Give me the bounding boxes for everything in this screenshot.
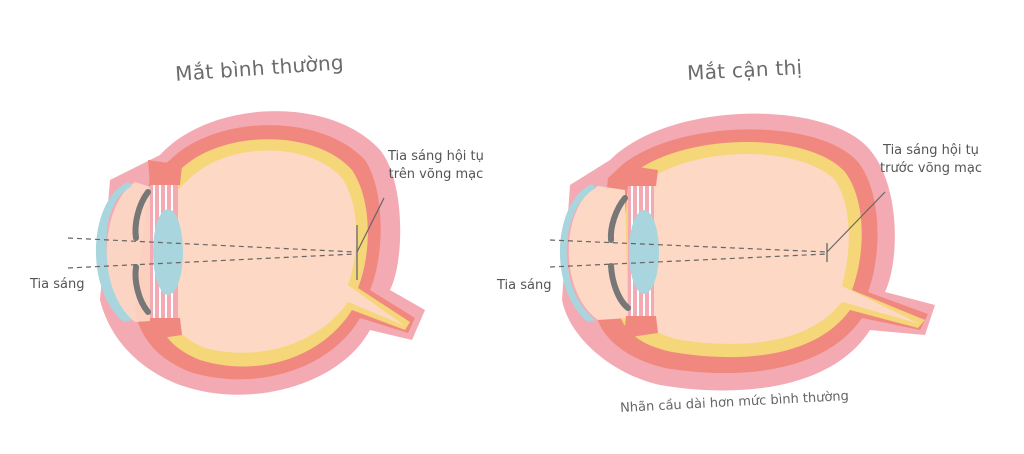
myopic-eye-diagram bbox=[549, 113, 935, 391]
normal-eye-diagram bbox=[67, 111, 425, 395]
normal-eye-panel: Mắt bình thường Tia s bbox=[30, 50, 484, 395]
focus-label-line2: trước võng mạc bbox=[880, 161, 982, 176]
normal-eye-focus-label: Tia sáng hội tụ trên võng mạc bbox=[388, 148, 484, 184]
myopic-eye-panel: Mắt cận thị Tia sáng hội tụ trước võng m… bbox=[497, 0, 1012, 454]
normal-eye-ray-label: Tia sáng bbox=[30, 277, 85, 292]
myopic-eye-focus-label: Tia sáng hội tụ trước võng mạc bbox=[880, 142, 982, 178]
focus-label-line1: Tia sáng hội tụ bbox=[883, 143, 979, 158]
myopic-eye-ray-label: Tia sáng bbox=[497, 278, 552, 293]
focus-label-line2: trên võng mạc bbox=[388, 167, 484, 182]
focus-label-line1: Tia sáng hội tụ bbox=[388, 149, 484, 164]
